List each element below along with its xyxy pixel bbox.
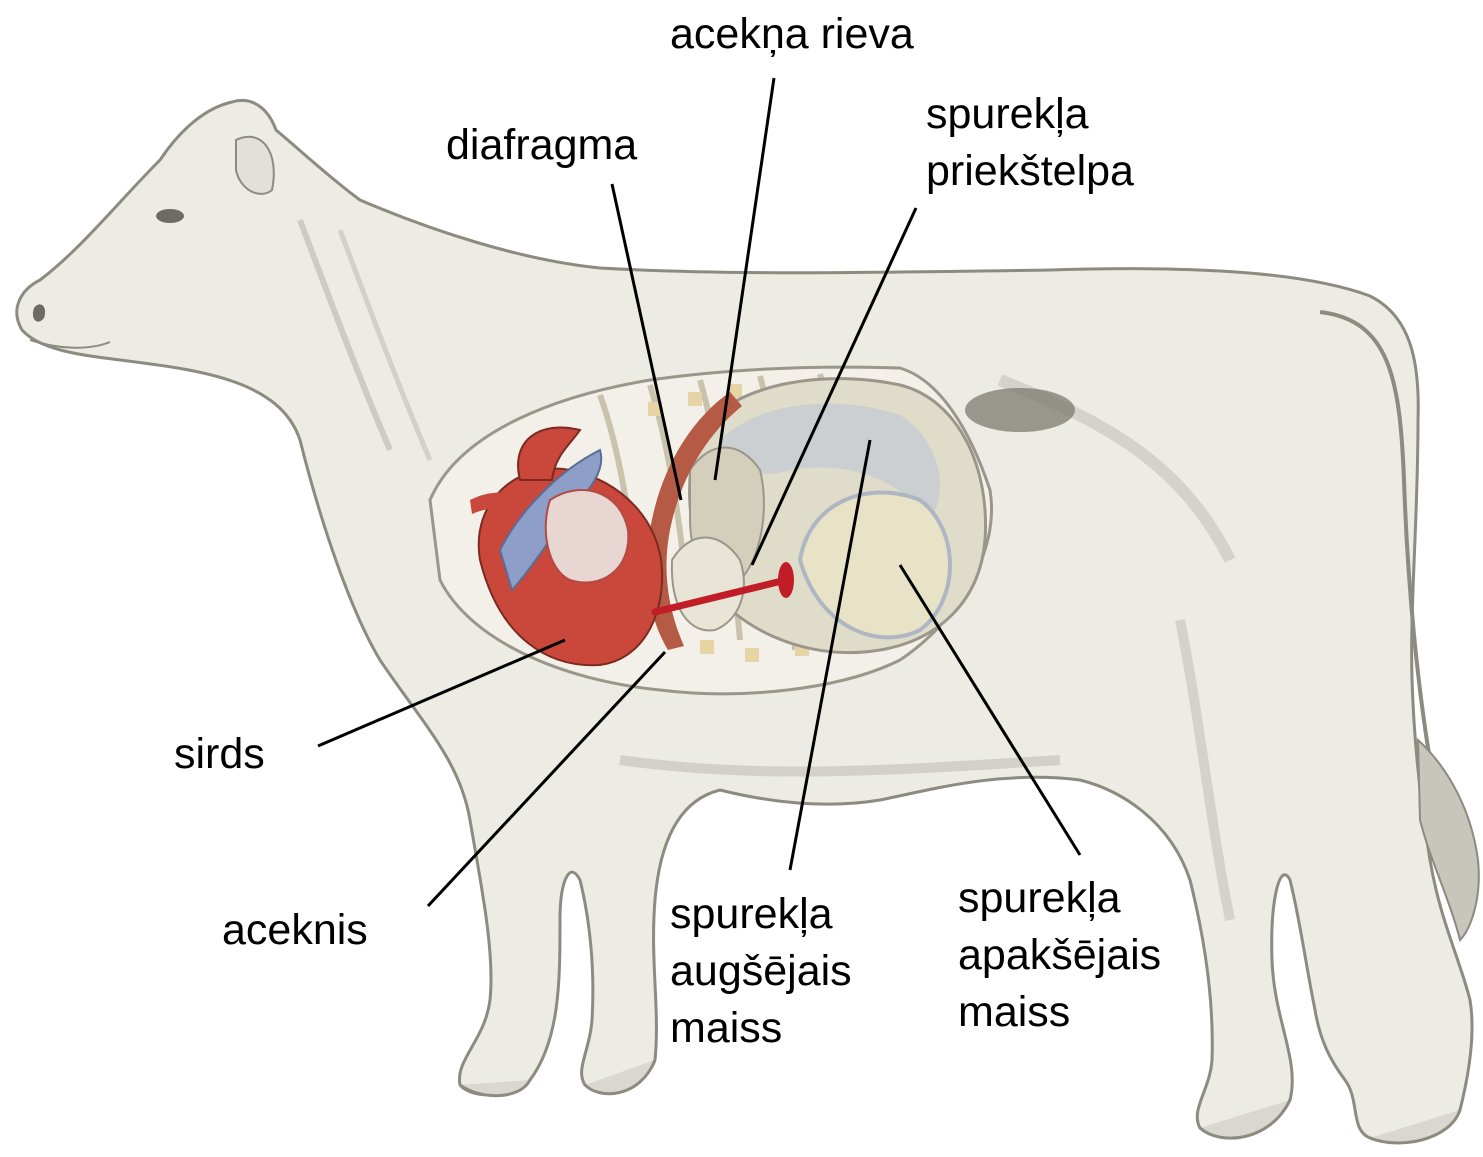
label-line: spurekļa: [670, 886, 852, 943]
label-sirds: sirds: [174, 726, 265, 783]
label-line: maiss: [670, 1000, 852, 1057]
label-spurekla-priekstelpa: spurekļa priekštelpa: [926, 86, 1134, 200]
label-acekna-rieva: acekņa rieva: [670, 6, 914, 63]
hip-shadow: [965, 388, 1075, 432]
label-line: priekštelpa: [926, 143, 1134, 200]
label-spurekla-augsejais-maiss: spurekļa augšējais maiss: [670, 886, 852, 1057]
nail-head: [778, 562, 794, 598]
rib-tip: [688, 392, 702, 406]
label-aceknis: aceknis: [222, 902, 368, 959]
label-line: spurekļa: [958, 870, 1161, 927]
eye: [156, 209, 184, 223]
rib-tip: [745, 648, 759, 662]
lung-tissue: [546, 490, 629, 583]
label-line: maiss: [958, 984, 1161, 1041]
rib-tip: [700, 640, 714, 654]
label-diafragma: diafragma: [446, 117, 637, 174]
label-line: augšējais: [670, 943, 852, 1000]
label-line: apakšējais: [958, 927, 1161, 984]
label-spurekla-apaksejais-maiss: spurekļa apakšējais maiss: [958, 870, 1161, 1041]
label-line: spurekļa: [926, 86, 1134, 143]
